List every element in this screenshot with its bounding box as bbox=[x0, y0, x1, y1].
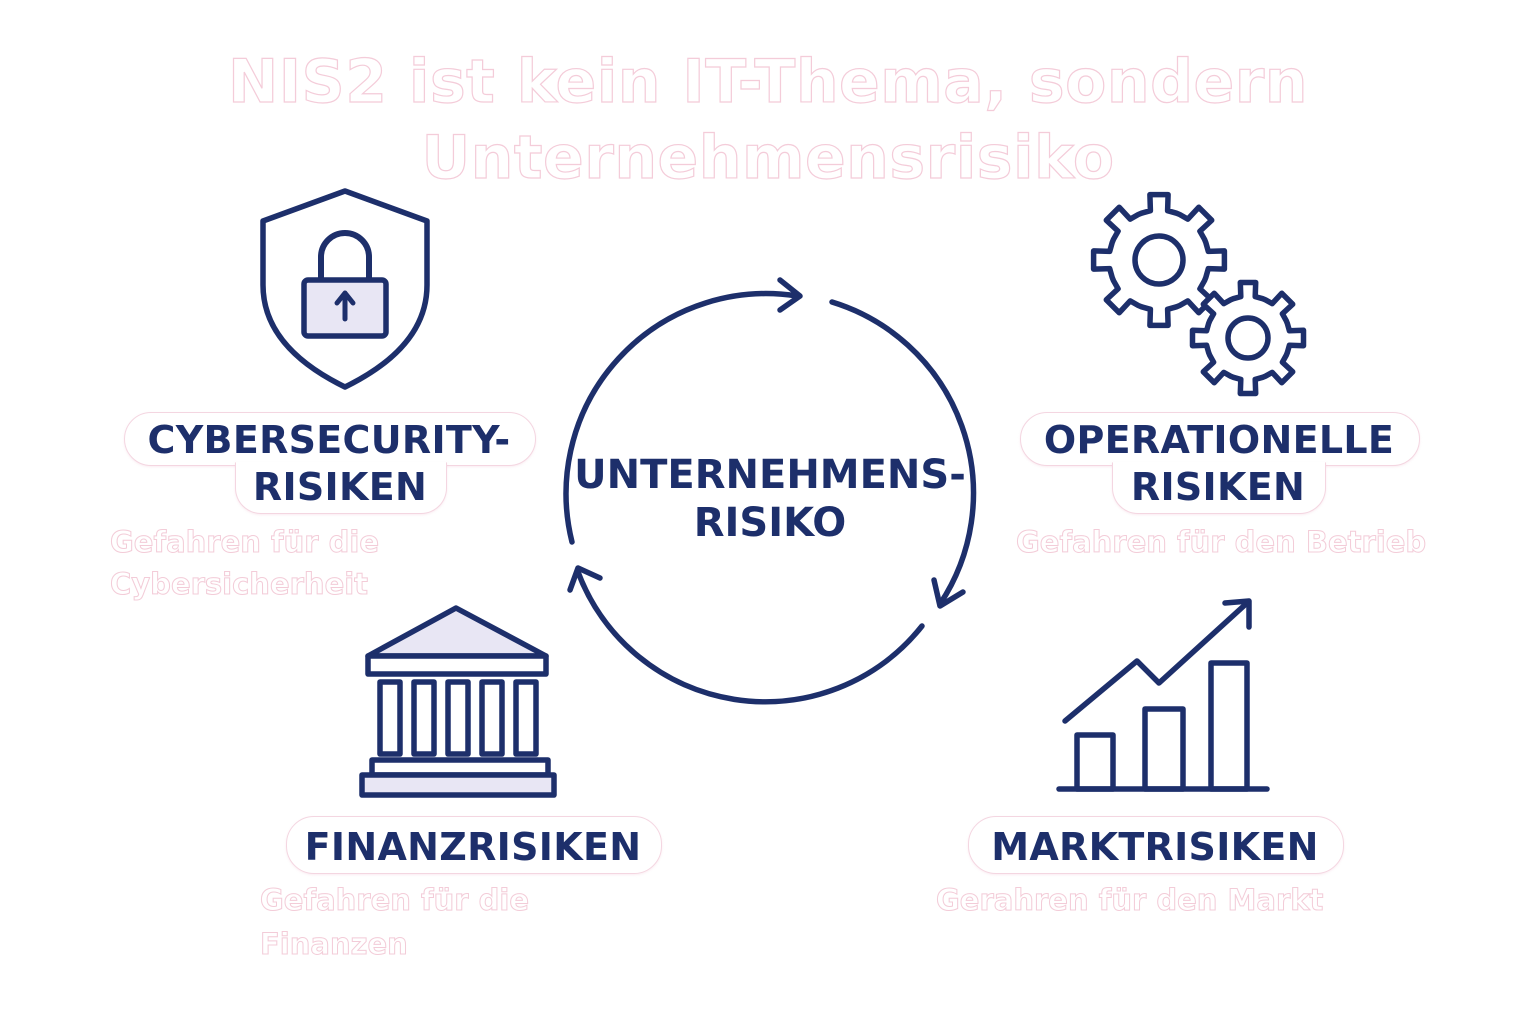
financial-label: FINANZRISIKEN bbox=[304, 825, 642, 869]
large-gear-teeth bbox=[1090, 191, 1228, 329]
gears-icon bbox=[1085, 188, 1315, 398]
cyber-description-line-2: Cybersicherheit bbox=[109, 567, 369, 602]
center-label-line-1: UNTERNEHMENS- bbox=[574, 452, 966, 498]
market-description: Gerahren für den Markt bbox=[935, 883, 1324, 918]
operational-label-pill-1 bbox=[1020, 412, 1420, 466]
cycle-arc-right bbox=[829, 299, 977, 607]
diagram-title-line-2: Unternehmensrisiko bbox=[421, 123, 1115, 193]
cyber-label-pill-2 bbox=[235, 462, 447, 514]
market-label: MARKTRISIKEN bbox=[991, 825, 1319, 869]
cyber-label-line-1: CYBERSECURITY- bbox=[147, 418, 511, 462]
operational-label-pill-2 bbox=[1112, 462, 1326, 514]
center-label-line-2: RISIKO bbox=[693, 500, 847, 546]
cyber-label-line-2: RISIKEN bbox=[252, 465, 428, 509]
operational-label-line-2: RISIKEN bbox=[1130, 465, 1306, 509]
cycle-arrowhead-left bbox=[567, 565, 603, 593]
financial-description-line-2: Finanzen bbox=[260, 927, 409, 962]
large-gear-hole bbox=[1132, 233, 1186, 287]
cycle-arrows bbox=[560, 270, 980, 710]
bank-icon bbox=[358, 600, 563, 805]
operational-label-line-1: OPERATIONELLE bbox=[1043, 418, 1395, 462]
small-gear-hole bbox=[1225, 315, 1271, 361]
cyber-description-line-1: Gefahren für die bbox=[109, 525, 380, 560]
small-gear-teeth bbox=[1189, 279, 1307, 397]
shield-lock-icon bbox=[255, 185, 435, 395]
market-label-pill bbox=[968, 816, 1344, 874]
diagram-title-line-1: NIS2 ist kein IT-Thema, sondern bbox=[227, 47, 1309, 117]
cycle-arc-bottom bbox=[575, 569, 925, 705]
financial-label-pill bbox=[286, 816, 662, 874]
cycle-arc-top bbox=[563, 290, 800, 545]
chart-up-icon bbox=[1055, 593, 1275, 798]
operational-description: Gefahren für den Betrieb bbox=[1015, 525, 1427, 560]
financial-description-line-1: Gefahren für die bbox=[259, 883, 530, 918]
cycle-arrowhead-top bbox=[777, 277, 803, 313]
cycle-arrowhead-right bbox=[931, 577, 966, 609]
